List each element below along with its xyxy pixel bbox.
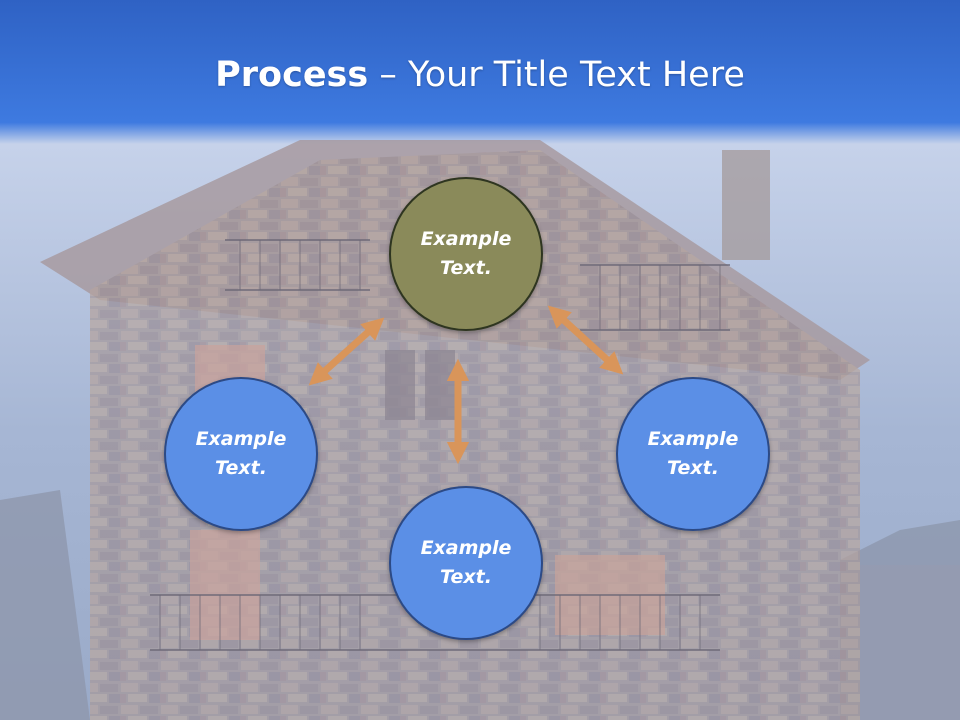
node-left: Example Text. — [164, 377, 318, 531]
node-bottom-label: Example Text. — [420, 537, 512, 588]
arrow-top-left — [308, 317, 385, 386]
node-left-label: Example Text. — [195, 428, 287, 479]
node-right-label: Example Text. — [647, 428, 739, 479]
node-bottom: Example Text. — [389, 486, 543, 640]
arrow-top-right — [547, 305, 624, 375]
title-rest: – Your Title Text Here — [368, 55, 745, 95]
slide-title: Process – Your Title Text Here — [0, 50, 960, 100]
node-right: Example Text. — [616, 377, 770, 531]
node-top-label: Example Text. — [420, 228, 512, 279]
node-top: Example Text. — [389, 177, 543, 331]
title-bold: Process — [215, 55, 369, 95]
